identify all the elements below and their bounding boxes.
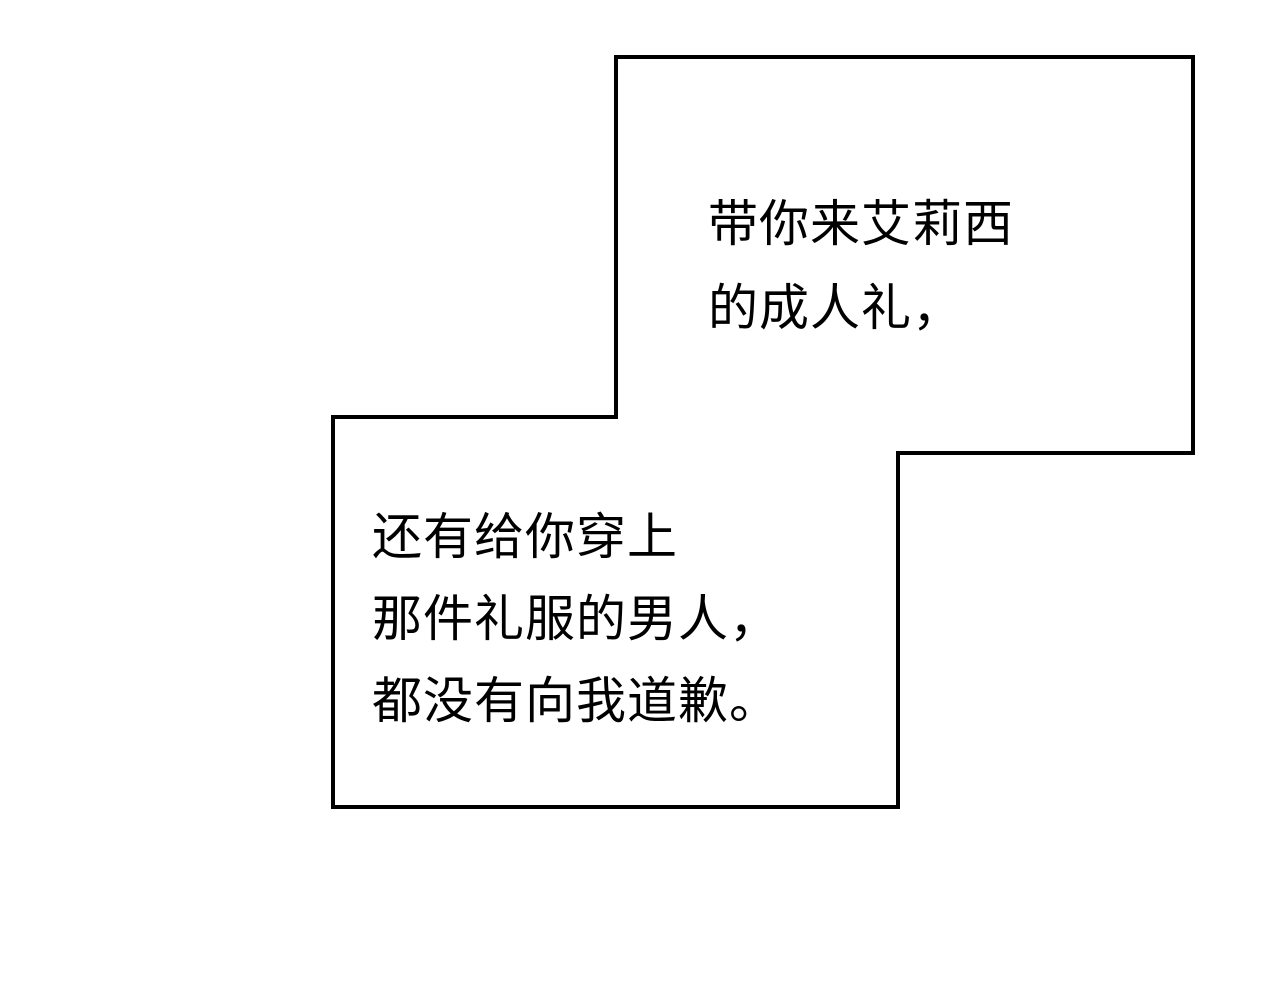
caption-line: 都没有向我道歉。 xyxy=(372,672,780,730)
caption-box-1-text: 带你来艾莉西 的成人礼， xyxy=(708,182,1014,350)
caption-line: 那件礼服的男人， xyxy=(372,590,780,648)
caption-line: 带你来艾莉西 xyxy=(708,195,1014,253)
caption-box-border xyxy=(331,55,1195,809)
caption-line: 还有给你穿上 xyxy=(372,508,678,566)
caption-line: 的成人礼， xyxy=(708,279,963,337)
caption-box-2-text: 还有给你穿上 那件礼服的男人， 都没有向我道歉。 xyxy=(372,496,780,742)
